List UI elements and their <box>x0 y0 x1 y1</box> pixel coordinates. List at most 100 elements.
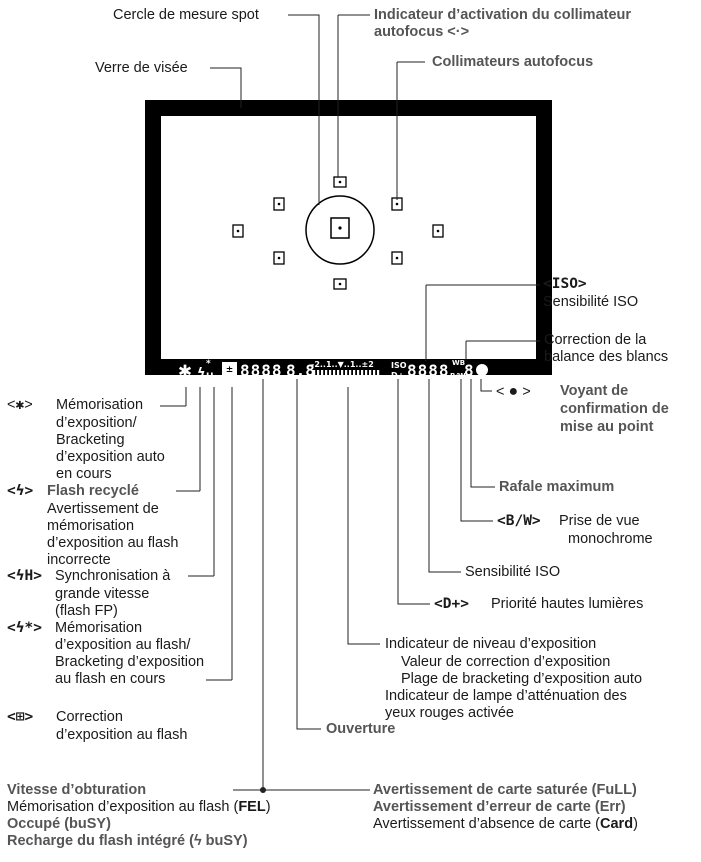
label-focusing-screen: Verre de visée <box>95 60 188 76</box>
bottom-label-close: ) <box>242 833 248 849</box>
leader-lines <box>160 14 540 791</box>
af-points <box>232 176 444 290</box>
exposure-bar <box>357 370 360 377</box>
highlight-priority-icon: D+ <box>391 371 404 380</box>
exposure-scale: -2..1..▼..1..±2 <box>311 360 374 369</box>
label-iso-2: Sensibilité ISO <box>465 564 561 580</box>
label-flash-3: d’exposition au flash <box>47 535 179 551</box>
label-fec-symbol: <⊞> <box>7 709 34 725</box>
exposure-bars <box>313 370 380 377</box>
label-flash-4: incorrecte <box>47 552 111 568</box>
ae-lock-icon: ✱ <box>178 362 192 382</box>
bottom-label: Vitesse d’obturation <box>7 782 146 799</box>
bottom-label: Occupé (buSY) <box>7 816 111 833</box>
label-flash-symbol: <ϟ> <box>7 483 34 499</box>
label-fel-symbol: <ϟ*> <box>7 620 42 636</box>
label-bw-1: Prise de vue <box>559 513 640 529</box>
burst-readout: 8 <box>464 361 474 380</box>
label-iso-symbol: <ISO> <box>543 276 587 292</box>
high-speed-icon: H <box>206 372 214 382</box>
bottom-label: Avertissement d’erreur de carte (Err) <box>373 799 626 816</box>
focus-confirmation-icon <box>476 364 488 376</box>
exposure-bar <box>329 370 332 377</box>
bottom-label-code: FEL <box>238 799 266 815</box>
label-bw-2: monochrome <box>568 531 653 547</box>
exposure-bar <box>361 370 364 377</box>
exposure-bar <box>373 370 376 377</box>
exposure-bar <box>325 370 328 377</box>
exposure-bar <box>341 370 344 377</box>
bottom-label-text: Avertissement d’erreur de carte ( <box>373 799 600 815</box>
label-flash-ready: Flash recyclé <box>47 483 139 499</box>
label-af-activation: Indicateur d’activation du collimateur <box>374 7 632 23</box>
bottom-label: Avertissement d’absence de carte (Card) <box>373 816 638 833</box>
label-fel-1: Mémorisation <box>55 620 143 636</box>
bottom-label: Recharge du flash intégré (ϟ buSY) <box>7 833 248 850</box>
label-af-activation-2: autofocus <·> <box>374 24 470 40</box>
label-exposure-level: Indicateur de niveau d’exposition <box>385 636 597 652</box>
label-hs-symbol: <ϟH> <box>7 568 42 584</box>
label-wb-2: balance des blancs <box>544 349 669 365</box>
exposure-bar <box>349 370 352 377</box>
spot-metering-circle <box>305 195 375 265</box>
wb-icon: WB <box>452 359 465 367</box>
label-aperture: Ouverture <box>326 721 396 737</box>
label-focus-confirm-1: Voyant de <box>560 383 629 399</box>
shutter-readout: 8888 <box>240 361 283 380</box>
bottom-label-text: Avertissement d’absence de carte ( <box>373 816 601 832</box>
bottom-label-text: Vitesse d’obturation <box>7 782 147 798</box>
bottom-label: Mémorisation d’exposition au flash (FEL) <box>7 799 271 816</box>
label-ae-lock-4: d’exposition auto <box>56 449 165 465</box>
bottom-label-close: ) <box>620 799 626 815</box>
exposure-bar <box>321 370 324 377</box>
label-wb-1: Correction de la <box>544 332 647 348</box>
bottom-label-text: Mémorisation d’exposition au flash ( <box>7 799 239 815</box>
label-fec-2: d’exposition au flash <box>56 727 188 743</box>
bottom-label-close: ) <box>265 799 271 815</box>
exposure-bar <box>333 370 336 377</box>
bottom-label-text: Recharge du flash intégré ( <box>7 833 194 849</box>
exposure-bar <box>337 370 340 377</box>
bottom-label-close: ) <box>631 782 637 798</box>
bottom-label-code: FuLL <box>596 782 632 798</box>
flash-icon: ϟ <box>197 366 206 381</box>
flash-exposure-comp-icon <box>222 362 237 375</box>
label-red-eye-1: Indicateur de lampe d’atténuation des <box>385 688 627 704</box>
label-flash-2: mémorisation <box>47 518 135 534</box>
label-hs-2: grande vitesse <box>55 586 150 602</box>
bottom-label-close: ) <box>633 816 638 832</box>
label-flash-1: Avertissement de <box>47 501 159 517</box>
bottom-label-code: ϟ buSY <box>193 833 243 849</box>
label-ae-lock-3: Bracketing <box>56 432 125 448</box>
bottom-label-text: Avertissement de carte saturée ( <box>373 782 597 798</box>
iso-icon: ISO <box>391 361 407 370</box>
label-exposure-comp: Valeur de correction d’exposition <box>401 654 611 670</box>
label-hs-1: Synchronisation à <box>55 568 171 584</box>
exposure-bar <box>377 370 380 377</box>
exposure-bar <box>345 370 348 377</box>
label-focus-confirm-symbol: < ● > <box>496 383 531 400</box>
label-fel-2: d’exposition au flash/ <box>55 637 191 653</box>
svg-text:±: ± <box>226 365 234 375</box>
aperture-readout: 8.8 <box>286 361 315 380</box>
label-aeb-range: Plage de bracketing d’exposition auto <box>401 671 643 687</box>
label-af-points: Collimateurs autofocus <box>432 54 594 70</box>
fe-lock-icon: * <box>206 359 211 369</box>
label-fec-1: Correction <box>56 709 123 725</box>
bw-icon: B/W <box>450 372 466 380</box>
bottom-label: Avertissement de carte saturée (FuLL) <box>373 782 637 799</box>
bottom-label-code: buSY <box>69 816 107 832</box>
label-focus-confirm-2: confirmation de <box>560 401 669 417</box>
lcd-panel: ✱ ϟ * H ± 8888 8.8 -2..1..▼..1..±2 ISO D… <box>178 359 488 382</box>
label-max-burst: Rafale maximum <box>499 479 615 495</box>
exposure-bar <box>313 370 316 377</box>
exposure-bar <box>353 370 356 377</box>
bottom-label-code: Err <box>599 799 621 815</box>
label-d-plus-symbol: <D+> <box>434 596 469 612</box>
label-ae-lock-1: Mémorisation <box>56 397 144 413</box>
exposure-bar <box>317 370 320 377</box>
exposure-bar <box>369 370 372 377</box>
label-highlight-priority: Priorité hautes lumières <box>491 596 644 612</box>
leader-dot <box>260 787 266 793</box>
